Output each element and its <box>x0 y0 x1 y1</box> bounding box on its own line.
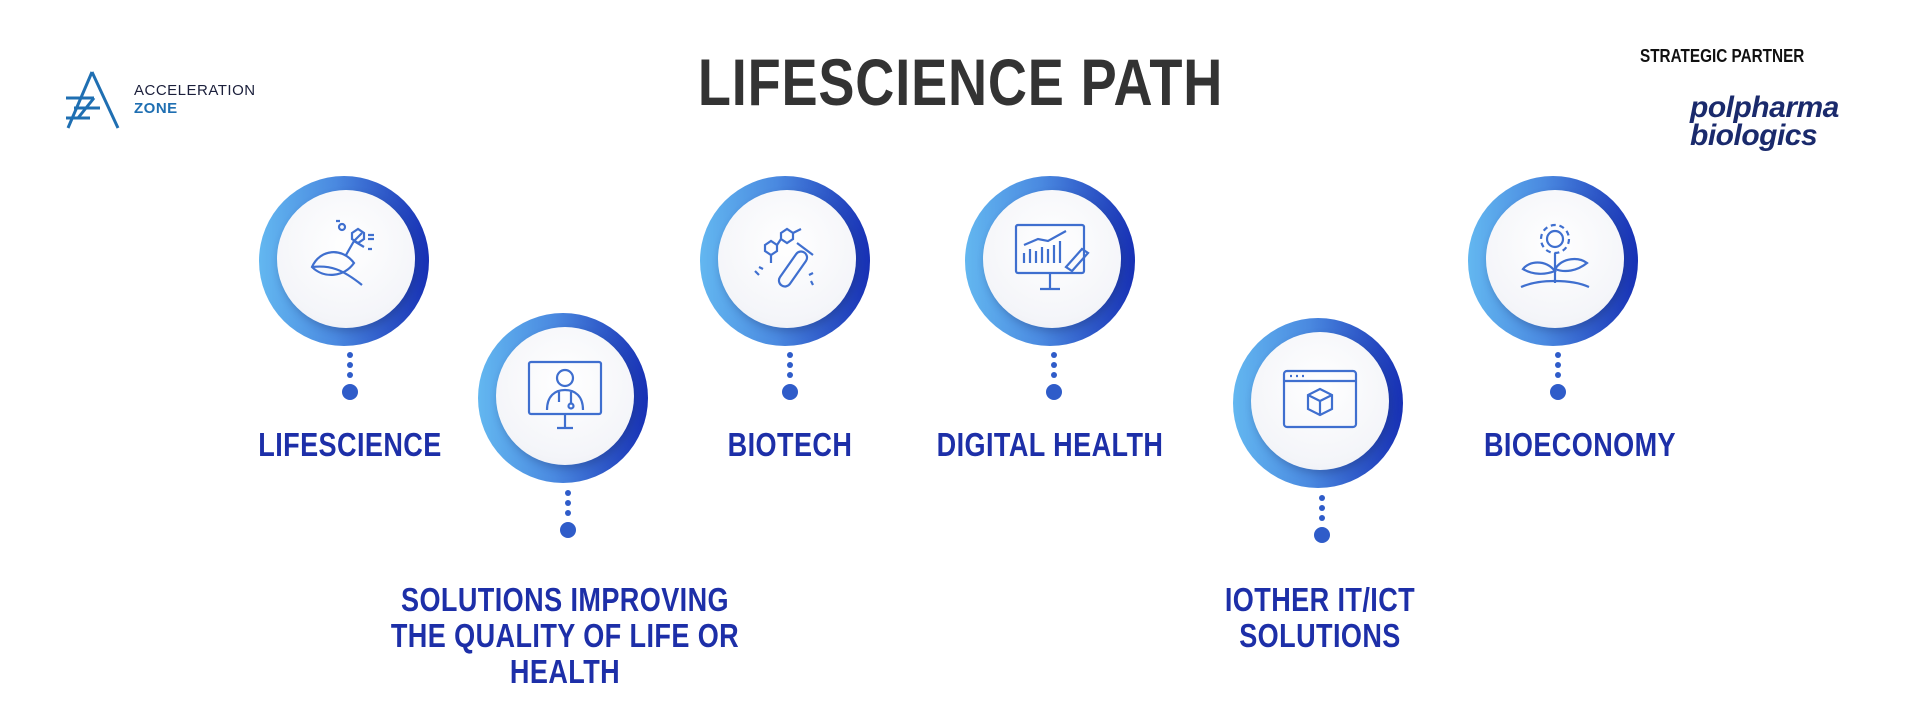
chart-monitor-icon <box>1014 223 1090 291</box>
node-icon-circle <box>1486 190 1624 328</box>
label-digital-health: DIGITAL HEALTH <box>936 426 1164 463</box>
node-other-it-ict <box>1233 318 1403 488</box>
page-title: LIFESCIENCE PATH <box>697 45 1224 119</box>
node-icon-circle <box>718 190 856 328</box>
acceleration-zone-logo: ACCELERATION ZONE <box>64 70 264 140</box>
gear-plant-icon <box>1520 223 1590 289</box>
node-biotech <box>700 176 870 346</box>
doctor-monitor-icon <box>527 360 603 430</box>
node-digital-health <box>965 176 1135 346</box>
node-solutions-improving <box>478 313 648 483</box>
node-icon-circle <box>983 190 1121 328</box>
label-bioeconomy: BIOECONOMY <box>1483 426 1677 463</box>
label-line2: SOLUTIONS <box>1239 617 1401 654</box>
label-biotech: BIOTECH <box>727 426 853 463</box>
strategic-partner-label: STRATEGIC PARTNER <box>1640 46 1805 66</box>
node-icon-circle <box>496 327 634 465</box>
polpharma-biologics-logo: polpharma biologics <box>1690 91 1839 152</box>
logo-text-zone: ZONE <box>134 100 178 117</box>
node-icon-circle <box>277 190 415 328</box>
browser-cube-icon <box>1282 369 1358 429</box>
label-lifescience: LIFESCIENCE <box>258 426 442 463</box>
partner-logo-line1: polpharma <box>1690 91 1839 124</box>
node-icon-circle <box>1251 332 1389 470</box>
label-line1: IOTHER IT/ICT <box>1224 581 1416 618</box>
label-line1: SOLUTIONS IMPROVING <box>400 581 730 618</box>
node-lifescience <box>259 176 429 346</box>
label-other-it-ict: IOTHER IT/ICT SOLUTIONS <box>1189 582 1451 654</box>
label-line2: THE QUALITY OF LIFE OR HEALTH <box>390 617 740 690</box>
leaf-molecule-icon <box>310 219 374 286</box>
logo-text-acceleration: ACCELERATION <box>134 82 256 99</box>
label-solutions-improving: SOLUTIONS IMPROVING THE QUALITY OF LIFE … <box>356 582 774 690</box>
partner-logo-line2: biologics <box>1690 119 1818 152</box>
molecule-test-tube-icon <box>754 227 814 288</box>
acceleration-zone-mark-icon <box>66 71 120 129</box>
node-bioeconomy <box>1468 176 1638 346</box>
